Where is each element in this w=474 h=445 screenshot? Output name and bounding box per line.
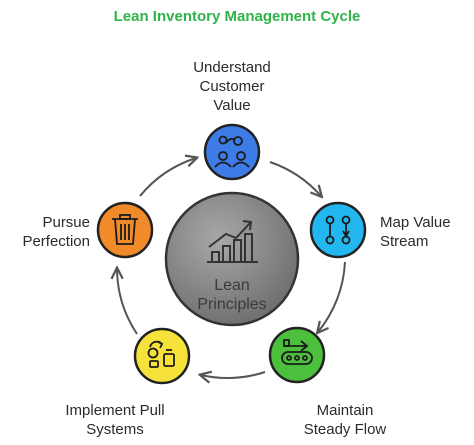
diagram-title: Lean Inventory Management Cycle [113,8,361,25]
center-node: Lean Principles [164,191,300,327]
stage-label-maintain-steady-flow: Maintain Steady Flow [303,402,387,438]
stage-node-implement-pull-systems [133,327,191,385]
center-label-line2: Principles [197,296,266,313]
stage-label-understand-customer-value: Understand Customer Value [193,59,271,114]
arrow-map-to-maintain [318,261,346,332]
flow-map-icon [325,215,351,245]
arrow-implement-to-pursue [117,269,138,335]
stage-node-map-value-stream [309,201,367,259]
stage-node-pursue-perfection [96,201,154,259]
pull-cycle-icon [147,340,175,368]
arrow-pursue-to-understand [139,158,196,197]
growth-chart-icon [207,220,258,263]
arrow-understand-to-map [269,161,321,196]
center-label-line1: Lean [214,277,250,294]
stage-label-map-value-stream: Map Value Stream [380,214,451,250]
stage-node-understand-customer-value [203,123,261,181]
trash-icon [112,214,138,245]
arrow-maintain-to-implement [201,372,266,378]
conveyor-icon [281,339,313,365]
stage-node-maintain-steady-flow [268,326,326,384]
stage-label-implement-pull-systems: Implement Pull Systems [65,402,165,438]
stage-label-pursue-perfection: Pursue Perfection [22,214,90,250]
people-icon [214,135,250,168]
